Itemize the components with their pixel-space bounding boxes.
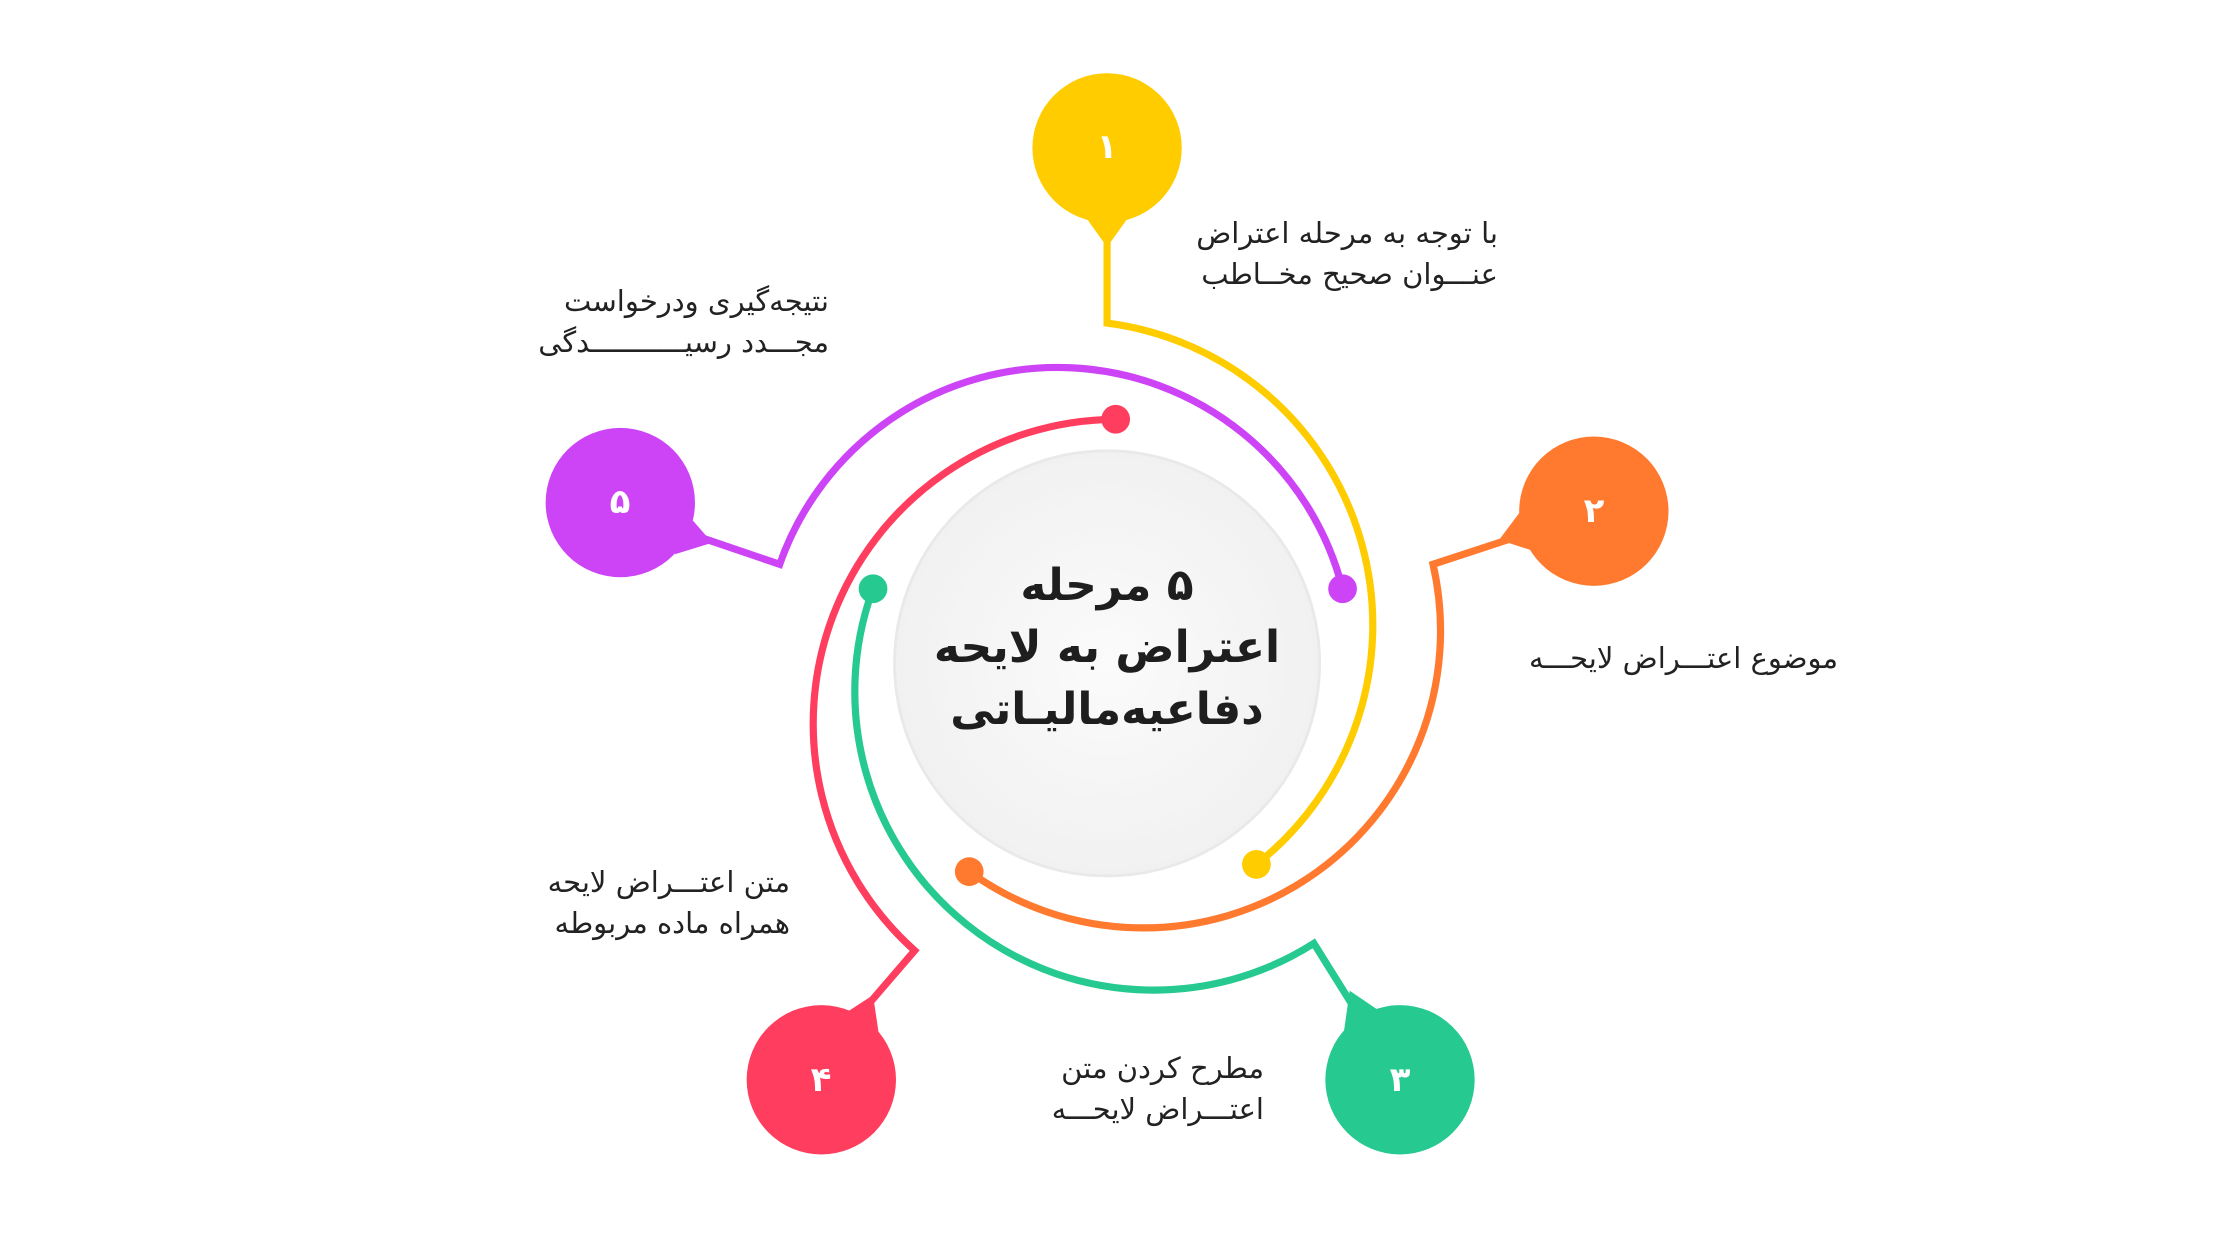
step2-connector xyxy=(967,530,1527,932)
title-line3: دفاعیه‌مالیـاتی xyxy=(950,684,1264,735)
step3-connector xyxy=(851,587,1360,1015)
step2-line1: موضوع اعتـــراض لایحـــه xyxy=(1529,641,1838,675)
step4-connector xyxy=(809,415,1116,1015)
step1-line1: با توجه به مرحله اعتراض xyxy=(1196,216,1498,250)
step2-label: موضوع اعتـــراض لایحـــه xyxy=(1529,638,1838,679)
step3-badge xyxy=(1325,1005,1475,1155)
step4-number: ۴ xyxy=(810,1060,832,1100)
step1-label: با توجه به مرحله اعتراض عنـــوان صحیح مخ… xyxy=(1196,213,1498,295)
step3-line1: مطرح کردن متن xyxy=(1061,1051,1264,1085)
step1-number: ۱ xyxy=(1096,127,1118,167)
step4-badge xyxy=(746,1005,896,1155)
title-line2: اعتراض به لایحه xyxy=(933,622,1281,673)
step3-number: ۳ xyxy=(1389,1060,1411,1100)
step5-badge xyxy=(545,427,695,578)
step1-end-dot xyxy=(1242,850,1271,879)
step5-connector xyxy=(702,363,1347,590)
title-line1: ۵ مرحله xyxy=(1020,560,1194,611)
step5-number: ۵ xyxy=(609,482,631,522)
step3-end-dot xyxy=(858,574,888,604)
step2-number: ۲ xyxy=(1583,491,1605,531)
step5-line1: نتیجه‌گیری ودرخواست xyxy=(564,284,829,318)
step3-label: مطرح کردن متن اعتـــراض لایحـــه xyxy=(1052,1048,1264,1130)
step4-line2: همراه ماده مربوطه xyxy=(554,906,790,940)
center-title: ۵ مرحله اعتراض به لایحه دفاعیه‌مالیـاتی xyxy=(907,555,1307,741)
step4-label: متن اعتـــراض لایحه همراه ماده مربوطه xyxy=(548,862,790,944)
step3-line2: اعتـــراض لایحـــه xyxy=(1051,1092,1264,1126)
step1-badge xyxy=(1032,73,1182,223)
step1-connector xyxy=(1103,215,1377,868)
step2-badge xyxy=(1519,436,1669,586)
step2-end-dot xyxy=(954,857,984,886)
step5-label: نتیجه‌گیری ودرخواست مجـــدد رسیـــــــــ… xyxy=(538,281,829,363)
step5-line2: مجـــدد رسیـــــــــــدگی xyxy=(538,325,829,359)
center-circle xyxy=(893,449,1322,878)
step1-line2: عنـــوان صحیح مخــاطب xyxy=(1201,257,1498,291)
step5-end-dot xyxy=(1328,574,1357,604)
step4-end-dot xyxy=(1101,404,1131,434)
step4-line1: متن اعتـــراض لایحه xyxy=(547,865,790,899)
step3-pointer xyxy=(1344,990,1382,1031)
